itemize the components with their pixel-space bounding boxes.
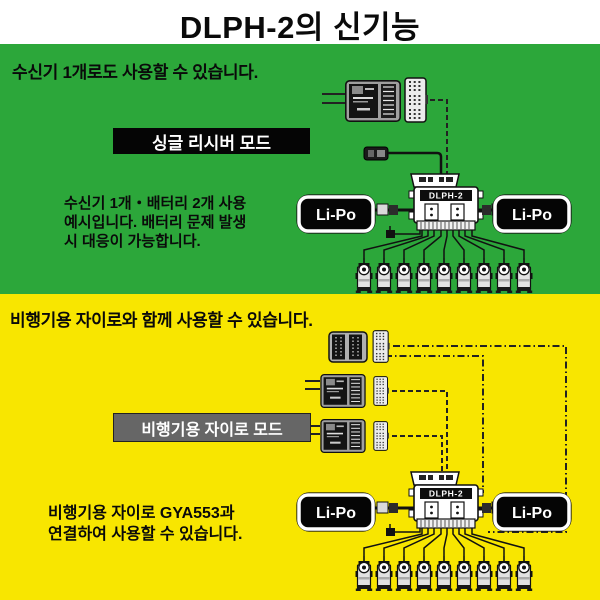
dlph2-label: DLPH-2 — [429, 191, 463, 201]
description-line: 비행기용 자이로 GYA553과 — [48, 505, 235, 522]
servo-icon — [435, 556, 453, 592]
gyro-mode-diagram: DLPH-2 — [296, 330, 572, 592]
servo-icon — [495, 556, 513, 592]
dlph2-label: DLPH-2 — [429, 489, 463, 499]
gyro-mode-heading: 비행기용 자이로와 함께 사용할 수 있습니다. — [10, 311, 313, 330]
battery-plug-right — [482, 205, 491, 215]
section-gyro-mode: DLPH-2 — [0, 294, 600, 600]
servo-icon — [435, 258, 453, 294]
connector-block-icon — [372, 376, 390, 406]
servo-icon — [375, 556, 393, 592]
gyro-wire-a — [393, 345, 567, 533]
servo-wires — [363, 528, 525, 556]
single-receiver-mode-badge: 싱글 리시버 모드 — [113, 128, 310, 154]
lipo-battery-left: Li-Po — [296, 194, 376, 234]
lipo-battery-right: Li-Po — [492, 194, 572, 234]
receiver-icon — [320, 419, 366, 453]
servo-wires — [363, 230, 525, 258]
servo-icon — [495, 258, 513, 294]
receiver2-wire — [392, 435, 443, 472]
battery-connector-left — [376, 203, 389, 216]
receiver-icon — [345, 80, 401, 122]
servo-icon — [515, 258, 533, 294]
single-receiver-description: 수신기 1개・배터리 2개 사용 예시입니다. 배터리 문제 발생 시 대응이 … — [64, 194, 246, 251]
connector-block-icon — [372, 421, 390, 451]
single-receiver-diagram: DLPH-2 — [296, 77, 572, 294]
receiver-signal-wire — [430, 99, 448, 174]
lipo-battery-left: Li-Po — [296, 492, 376, 532]
receiver-antenna-wires — [322, 93, 345, 104]
battery-plug-right — [482, 503, 491, 513]
battery-connector-left — [376, 501, 389, 514]
servo-icon — [455, 258, 473, 294]
description-line: 수신기 1개・배터리 2개 사용 — [64, 195, 247, 212]
servo-icon — [395, 556, 413, 592]
section-single-receiver: DLPH-2 — [0, 44, 600, 295]
dlph2-unit: DLPH-2 — [408, 173, 484, 231]
description-line: 연결하여 사용할 수 있습니다. — [48, 526, 243, 543]
dlph2-unit: DLPH-2 — [408, 471, 484, 529]
servo-row — [355, 258, 533, 294]
connector-block-icon — [404, 77, 428, 123]
lipo-battery-right: Li-Po — [492, 492, 572, 532]
gyro-gya553-icon — [328, 331, 368, 363]
aux-plug-icon — [386, 524, 421, 536]
servo-icon — [355, 258, 373, 294]
lipo-label-right: Li-Po — [512, 207, 552, 224]
servo-row — [355, 556, 533, 592]
description-line: 예시입니다. 배터리 문제 발생 — [64, 214, 247, 231]
gyro-mode-badge: 비행기용 자이로 모드 — [113, 413, 311, 442]
servo-icon — [355, 556, 373, 592]
description-line: 시 대응이 가능합니다. — [64, 233, 201, 250]
receiver-icon — [320, 374, 366, 408]
receiver-antenna-wires — [305, 380, 320, 390]
single-receiver-heading: 수신기 1개로도 사용할 수 있습니다. — [12, 63, 259, 82]
page-title: DLPH-2의 신기능 — [179, 10, 421, 45]
switch-wire — [388, 151, 443, 174]
power-switch-icon — [363, 146, 389, 161]
receiver1-wire — [392, 390, 448, 472]
servo-icon — [475, 556, 493, 592]
servo-icon — [415, 556, 433, 592]
connector-block-icon — [372, 330, 391, 363]
servo-icon — [395, 258, 413, 294]
header: DLPH-2의 신기능 — [0, 0, 600, 45]
servo-icon — [415, 258, 433, 294]
lipo-label-left: Li-Po — [316, 505, 356, 522]
lipo-label-left: Li-Po — [316, 207, 356, 224]
lipo-label-right: Li-Po — [512, 505, 552, 522]
gyro-mode-description: 비행기용 자이로 GYA553과 연결하여 사용할 수 있습니다. — [48, 503, 242, 545]
aux-plug-icon — [386, 226, 421, 238]
servo-icon — [375, 258, 393, 294]
servo-icon — [475, 258, 493, 294]
battery-plug-left — [389, 205, 398, 215]
servo-icon — [515, 556, 533, 592]
battery-plug-left — [389, 503, 398, 513]
servo-icon — [455, 556, 473, 592]
